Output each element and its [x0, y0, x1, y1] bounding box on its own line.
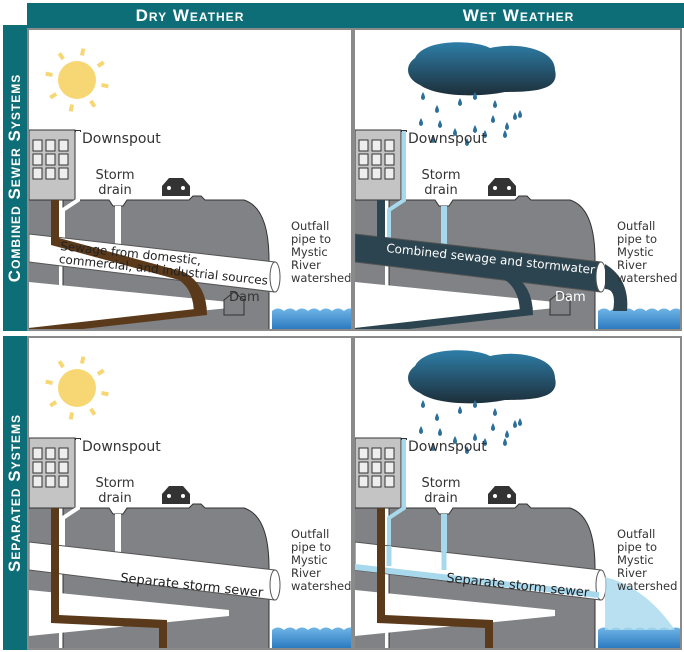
- outfall-label: Outfall pipe to Mystic River watershed: [291, 527, 352, 593]
- rain-cloud-icon: [408, 42, 556, 146]
- river-water: [598, 627, 680, 648]
- downspout-label: Downspout: [82, 439, 161, 455]
- building: [29, 129, 81, 201]
- river-water: [598, 308, 680, 329]
- sun-icon: [45, 48, 109, 112]
- dam-label: Dam: [229, 290, 260, 305]
- storm-drain-label: Storm drain: [95, 476, 135, 506]
- building: [355, 437, 407, 509]
- dam-label: Dam: [555, 290, 586, 305]
- river-water: [272, 627, 351, 648]
- outfall-label: Outfall pipe to Mystic River watershed: [617, 527, 678, 593]
- car-icon: [488, 178, 516, 196]
- column-header-wet: Wet Weather: [353, 3, 684, 28]
- downspout-label: Downspout: [82, 131, 161, 147]
- column-header-dry: Dry Weather: [27, 3, 353, 28]
- storm-drain-label: Storm drain: [421, 168, 461, 198]
- row-header-combined: Combined Sewer Systems: [3, 25, 27, 331]
- outfall-label: Outfall pipe to Mystic River watershed: [291, 219, 352, 285]
- outfall-label: Outfall pipe to Mystic River watershed: [617, 219, 678, 285]
- car-icon: [162, 486, 190, 504]
- storm-drain-label: Storm drain: [421, 476, 461, 506]
- dam: [223, 291, 245, 316]
- sun-icon: [45, 356, 109, 420]
- building: [355, 129, 407, 201]
- car-icon: [162, 178, 190, 196]
- downspout-label: Downspout: [408, 439, 487, 455]
- car-icon: [488, 486, 516, 504]
- storm-drain-label: Storm drain: [95, 168, 135, 198]
- downspout-label: Downspout: [408, 131, 487, 147]
- river-water: [272, 308, 351, 329]
- row-header-separated: Separated Systems: [3, 336, 27, 650]
- rain-cloud-icon: [408, 350, 556, 454]
- dam: [549, 291, 571, 316]
- building: [29, 437, 81, 509]
